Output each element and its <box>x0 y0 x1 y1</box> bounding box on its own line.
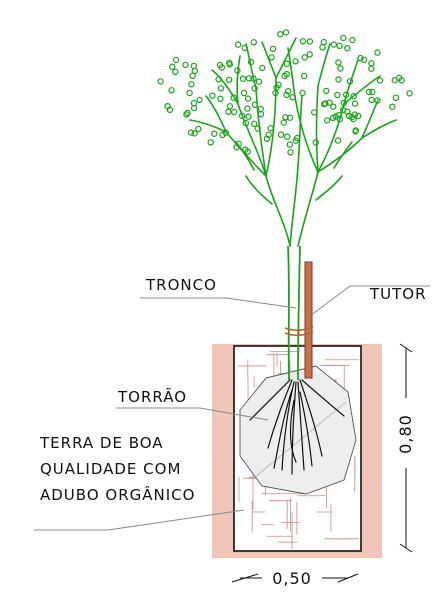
depth-dimension-value: 0,80 <box>396 414 415 454</box>
width-dimension: 0,50 <box>231 569 359 588</box>
leader-lines <box>34 285 430 531</box>
width-dimension-value: 0,50 <box>272 569 312 588</box>
stake-tie <box>284 326 314 336</box>
depth-dimension: 0,80 <box>396 343 415 553</box>
label-terra-line2: QUALIDADE COM <box>40 460 181 478</box>
label-tutor: TUTOR <box>369 285 427 303</box>
tree-branches <box>189 37 397 247</box>
label-torrao: TORRÃO <box>117 387 187 406</box>
tree-foliage <box>157 29 413 156</box>
tree-trunk <box>287 245 301 381</box>
label-terra-line3: ADUBO ORGÂNICO <box>40 485 195 504</box>
stake <box>304 261 313 379</box>
label-tronco: TRONCO <box>145 276 217 294</box>
root-ball-shade-line <box>253 401 347 479</box>
label-terra-line1: TERRA DE BOA <box>39 434 164 452</box>
root-ball <box>239 365 357 495</box>
